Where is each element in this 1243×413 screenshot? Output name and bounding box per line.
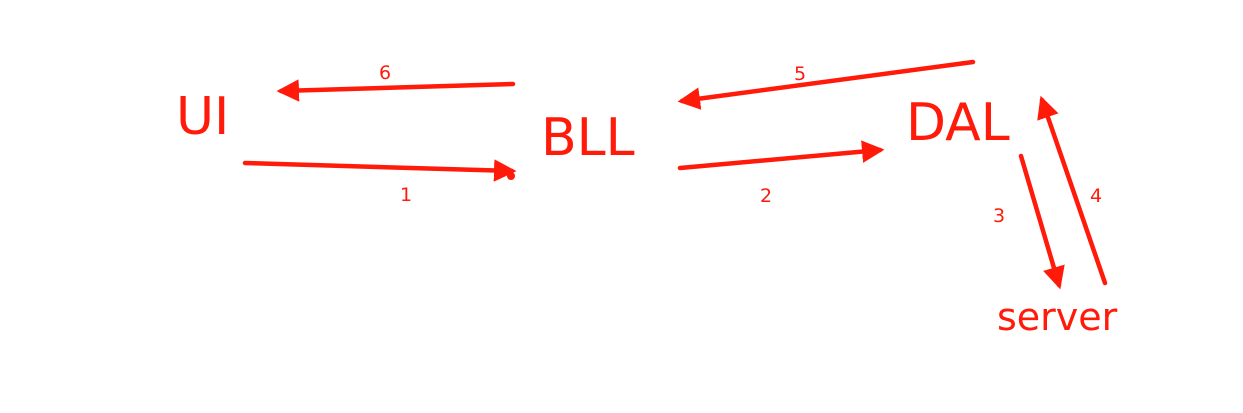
arrow-step-3	[1018, 153, 1065, 290]
node-ui: UI	[176, 87, 229, 147]
arrow-1-endpoint-dot	[507, 172, 515, 180]
arrow-step-1	[242, 159, 517, 182]
step-label-6: 6	[379, 62, 391, 84]
arrow-step-4	[1037, 95, 1108, 286]
step-label-1: 1	[400, 184, 412, 206]
node-dal: DAL	[906, 93, 1010, 153]
arrow-step-2	[677, 140, 885, 171]
step-label-5: 5	[794, 63, 806, 85]
node-server: server	[997, 295, 1118, 339]
step-label-3: 3	[993, 205, 1005, 227]
step-label-2: 2	[760, 185, 772, 207]
node-bll: BLL	[541, 108, 635, 168]
step-label-4: 4	[1090, 185, 1102, 207]
arrow-step-6	[276, 79, 516, 102]
arrow-step-5	[677, 59, 976, 110]
